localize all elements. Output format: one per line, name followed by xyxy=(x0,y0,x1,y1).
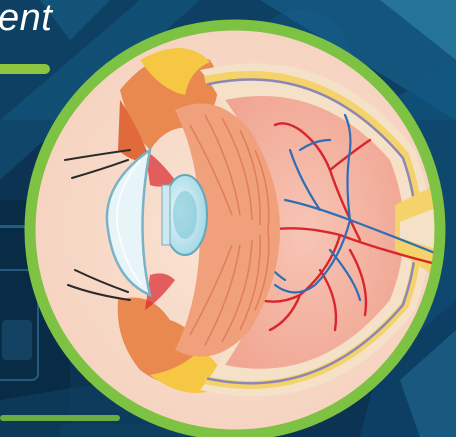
eye-cross-section-icon xyxy=(0,0,456,437)
scene-background: ent xyxy=(0,0,456,437)
